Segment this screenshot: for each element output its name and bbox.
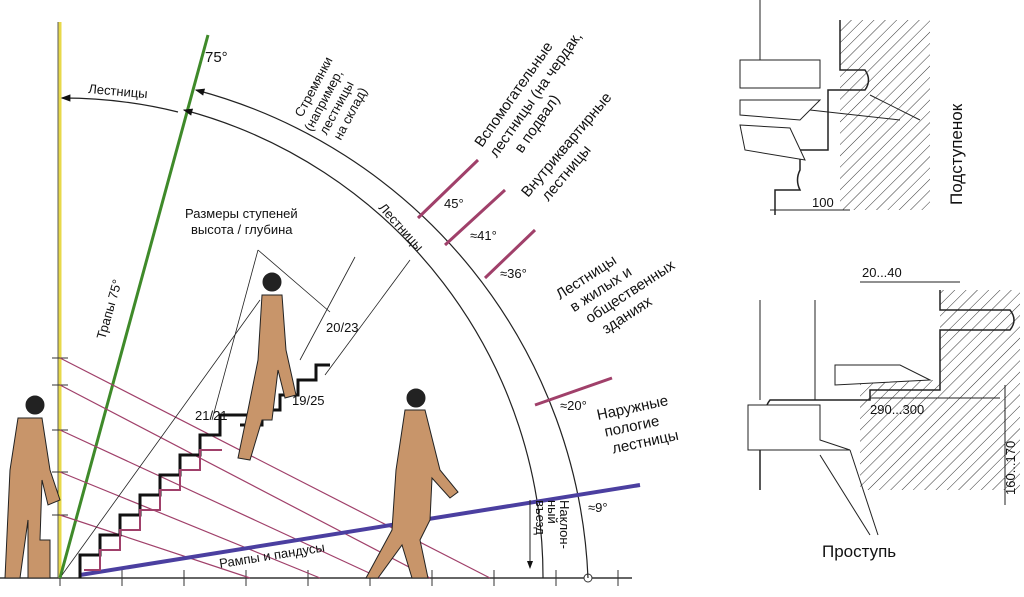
top-arc <box>60 94 179 113</box>
leader-lines <box>61 249 411 576</box>
svg-text:ный: ный <box>545 500 560 524</box>
riser-label: Подступенок <box>947 103 966 205</box>
stairs-arc-top-label: Лестницы <box>88 81 149 101</box>
ladders-75-label: Трапы 75° <box>93 278 124 341</box>
step-detail-top: 100 Подступенок <box>739 0 966 215</box>
ratio-20-23: 20/23 <box>326 320 359 335</box>
angle-45-label: 45° <box>444 196 464 211</box>
angle-markers <box>416 158 613 407</box>
ramp-line <box>79 483 641 577</box>
stairs-arc-label: Лестницы <box>376 200 427 254</box>
angle-75-label: 75° <box>205 49 228 66</box>
residential-stairs-label: Лестницы в жилых и общественных зданиях <box>553 252 679 338</box>
dim-100: 100 <box>812 195 834 210</box>
incline-label: Наклон- ный въезд <box>533 500 572 549</box>
figure-climbing-ladder <box>4 395 61 579</box>
ratio-21-21: 21/21 <box>195 408 228 423</box>
dim-290-300: 290...300 <box>870 402 924 417</box>
angle-41-label: ≈41° <box>470 228 497 243</box>
dim-160-170: 160...170 <box>1003 441 1018 495</box>
stepladders-label: Стремянки (например, лестницы на склад) <box>291 54 370 142</box>
angle-9-label: ≈9° <box>588 500 608 515</box>
ladder-75-line <box>58 34 210 579</box>
figure-walking-ramp <box>365 388 459 579</box>
step-sizes-subtitle: высота / глубина <box>191 222 293 237</box>
figure-on-stairs <box>237 272 297 461</box>
step-ratio-lines <box>59 357 491 579</box>
step-sizes-title: Размеры ступеней <box>185 206 298 221</box>
svg-text:въезд: въезд <box>533 500 548 535</box>
step-detail-bottom: 20...40 290...300 160...170 Проступь <box>747 265 1020 561</box>
outer-arc <box>194 88 589 579</box>
dim-20-40: 20...40 <box>862 265 902 280</box>
staircase <box>78 413 250 578</box>
angle-20-label: ≈20° <box>560 398 587 413</box>
ratio-19-25: 19/25 <box>292 393 325 408</box>
angle-36-label: ≈36° <box>500 266 527 281</box>
inner-arc <box>182 108 544 579</box>
tread-label: Проступь <box>822 542 896 561</box>
svg-text:Наклон-: Наклон- <box>557 500 572 549</box>
outdoor-stairs-label: Наружные пологие лестницы <box>595 392 680 457</box>
left-angle-diagram: 75° Лестницы Трапы 75° Стремянки (наприм… <box>0 22 680 586</box>
